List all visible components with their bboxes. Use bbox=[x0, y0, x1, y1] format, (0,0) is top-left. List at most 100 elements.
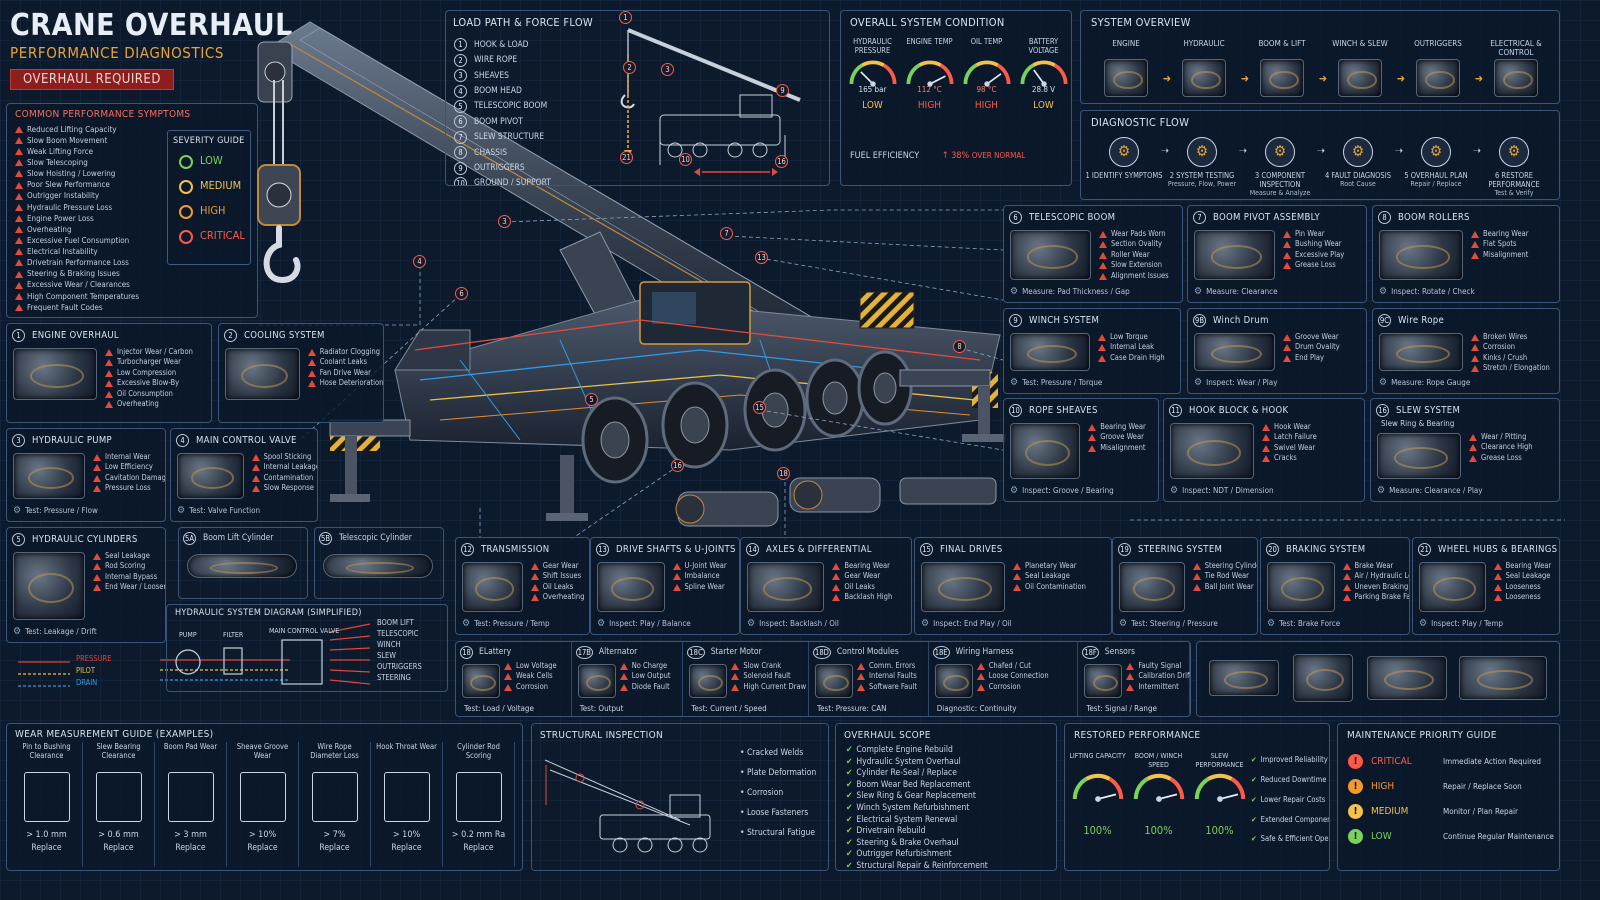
component-number: 4 bbox=[176, 434, 189, 447]
diag-step-sub: Repair / Replace bbox=[1410, 180, 1462, 188]
load-path-label: GROUND / SUPPORT bbox=[474, 178, 551, 186]
component-footer: ⚙Inspect: Backlash / Oil bbox=[747, 618, 839, 630]
warning-icon bbox=[1262, 444, 1270, 452]
exploded-parts-panel bbox=[1196, 641, 1560, 717]
gear-icon: ⚙ bbox=[177, 505, 186, 517]
severity-label: MEDIUM bbox=[200, 179, 242, 193]
gear-icon: ⚙ bbox=[1377, 485, 1386, 497]
component-number: 19 bbox=[1118, 543, 1131, 556]
benefit-item: ✔Reduced Downtime bbox=[1251, 775, 1329, 785]
header: CRANE OVERHAUL PERFORMANCE DIAGNOSTICS O… bbox=[10, 8, 292, 98]
gear-icon: ⚙ bbox=[1010, 377, 1019, 389]
hydraulic-diagram-lines bbox=[18, 623, 371, 687]
severity-item: CRITICAL bbox=[179, 229, 245, 244]
wear-action: Replace bbox=[247, 842, 278, 853]
issue-label: Wear Pads Worn bbox=[1111, 228, 1166, 238]
component-number: 6 bbox=[1009, 211, 1022, 224]
issue-item: Pressure Loss bbox=[93, 483, 165, 493]
issue-label: Swivel Wear bbox=[1274, 442, 1316, 452]
issue-item: Loose Connection bbox=[976, 671, 1049, 681]
issue-item: Low Compression bbox=[105, 368, 193, 378]
gauge-arc bbox=[1194, 777, 1210, 800]
issue-item: Slow Extension bbox=[1099, 260, 1169, 270]
warning-icon bbox=[15, 281, 23, 289]
step-number: 9 bbox=[454, 161, 467, 175]
step-number: 1 bbox=[454, 38, 467, 52]
issue-label: U-Joint Wear bbox=[684, 560, 727, 570]
issue-label: Cavitation Damage bbox=[105, 472, 166, 482]
component-footer-text: Inspect: Backlash / Oil bbox=[759, 619, 839, 629]
hero-callout: 18 bbox=[777, 467, 790, 480]
arrow-right-icon: ➝ bbox=[1394, 144, 1403, 157]
issue-item: Looseness bbox=[1493, 592, 1552, 602]
component-illustration bbox=[462, 562, 523, 612]
scope-label: Electrical System Renewal bbox=[856, 814, 958, 825]
warning-icon bbox=[1493, 583, 1502, 591]
issue-item: Comm. Errors bbox=[857, 661, 917, 671]
electrical-number: 18 bbox=[460, 646, 473, 659]
warning-icon bbox=[1098, 344, 1107, 352]
electrical-number: 18F bbox=[1082, 646, 1099, 659]
issue-item: Calibration Drift bbox=[1126, 671, 1190, 681]
hyd-diagram-title: HYDRAULIC SYSTEM DIAGRAM (SIMPLIFIED) bbox=[175, 608, 362, 618]
issue-label: Corrosion bbox=[516, 681, 549, 691]
issue-item: Internal Bypass bbox=[93, 572, 165, 582]
component-title-text: BOOM PIVOT ASSEMBLY bbox=[1213, 211, 1320, 223]
diag-step: ⚙1 IDENTIFY SYMPTOMS➝ bbox=[1085, 137, 1169, 197]
warning-icon bbox=[619, 673, 628, 681]
hyd-legend-label: PILOT bbox=[76, 665, 95, 675]
winch-part bbox=[1459, 656, 1547, 700]
issue-item: Tie Rod Wear bbox=[1192, 571, 1257, 581]
gear-icon: ⚙ bbox=[1194, 286, 1203, 298]
component-footer: ⚙Test: Valve Function bbox=[177, 505, 260, 517]
gauge-arc bbox=[1031, 60, 1056, 67]
scope-item: ✔Electrical System Renewal bbox=[846, 815, 988, 825]
issue-item: Oil Consumption bbox=[105, 389, 193, 399]
diag-step-icon: ⚙ bbox=[1343, 137, 1373, 167]
issue-item: Coolant Leaks bbox=[307, 357, 383, 367]
benefit-label: Extended Component bbox=[1260, 814, 1330, 824]
component-illustration bbox=[1379, 333, 1463, 371]
warning-icon bbox=[1342, 583, 1351, 591]
severity-label: HIGH bbox=[200, 204, 226, 218]
gauge-hub bbox=[1155, 796, 1162, 802]
component-number: 9 bbox=[1009, 314, 1022, 327]
issue-label: Excessive Play bbox=[1295, 249, 1345, 259]
warning-icon bbox=[93, 584, 101, 592]
warning-icon bbox=[251, 474, 260, 482]
warning-icon bbox=[672, 562, 681, 570]
component-title-text: HOOK BLOCK & HOOK bbox=[1189, 404, 1289, 416]
issue-item: Parking Brake Fault bbox=[1342, 592, 1409, 602]
electrical-footer: Diagnostic: Continuity bbox=[936, 703, 1017, 713]
warning-icon bbox=[15, 303, 23, 311]
severity-dot-icon bbox=[179, 179, 193, 194]
gear-icon: ⚙ bbox=[597, 618, 606, 630]
warning-icon bbox=[530, 594, 539, 602]
symptom-label: Hydraulic Pressure Loss bbox=[27, 202, 113, 212]
issue-item: Brake Wear bbox=[1342, 561, 1410, 571]
warning-icon bbox=[1469, 454, 1477, 462]
warning-icon bbox=[1342, 594, 1351, 602]
component-illustration bbox=[1170, 423, 1254, 479]
warning-icon bbox=[1342, 562, 1351, 570]
component-number: 2 bbox=[224, 329, 237, 342]
issue-label: Grease Loss bbox=[1295, 260, 1336, 270]
issue-label: Low Voltage bbox=[516, 660, 557, 670]
issue-label: Stretch / Elongation bbox=[1483, 363, 1550, 373]
issue-label: High Current Draw bbox=[743, 681, 807, 691]
issue-label: Wear / Pitting bbox=[1481, 431, 1527, 441]
arrow-right-icon: ➝ bbox=[1160, 144, 1169, 157]
